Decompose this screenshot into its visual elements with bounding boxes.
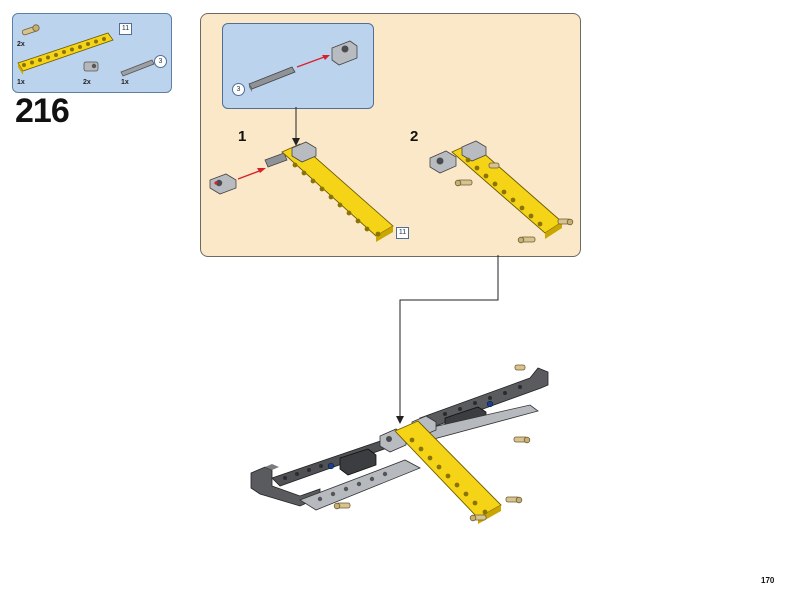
- subassembly-axle-length: 3: [232, 83, 245, 96]
- qty-yellow-beam: 1x: [17, 79, 25, 86]
- page-number: 170: [761, 576, 775, 585]
- qty-connector: 2x: [83, 79, 91, 86]
- substep-2-illustration: [429, 140, 574, 244]
- connector-part: [83, 61, 99, 72]
- qty-axle-pin: 2x: [17, 41, 25, 48]
- qty-axle: 1x: [121, 79, 129, 86]
- step-number: 216: [15, 92, 70, 130]
- axle-pin-part: [21, 24, 40, 36]
- yellow-beam-part: [17, 32, 114, 75]
- subassembly-axle: [248, 66, 296, 92]
- substep-1-label: 1: [238, 128, 247, 145]
- down-arrow-icon-2: [396, 416, 404, 424]
- substep-2-label: 2: [410, 128, 419, 145]
- axle-length-badge: 3: [154, 55, 167, 68]
- connector-arrow-2: [399, 255, 499, 418]
- red-arrow-head-icon: [322, 55, 330, 60]
- red-arrow-subassembly: [296, 55, 328, 68]
- substep-1-beam-length-badge: 11: [396, 227, 409, 239]
- beam-length-badge: 11: [119, 23, 132, 35]
- main-assembly-illustration: [250, 364, 549, 524]
- substep-1-illustration: [209, 141, 394, 242]
- down-arrow-icon: [292, 138, 300, 146]
- subassembly-connector: [331, 40, 358, 66]
